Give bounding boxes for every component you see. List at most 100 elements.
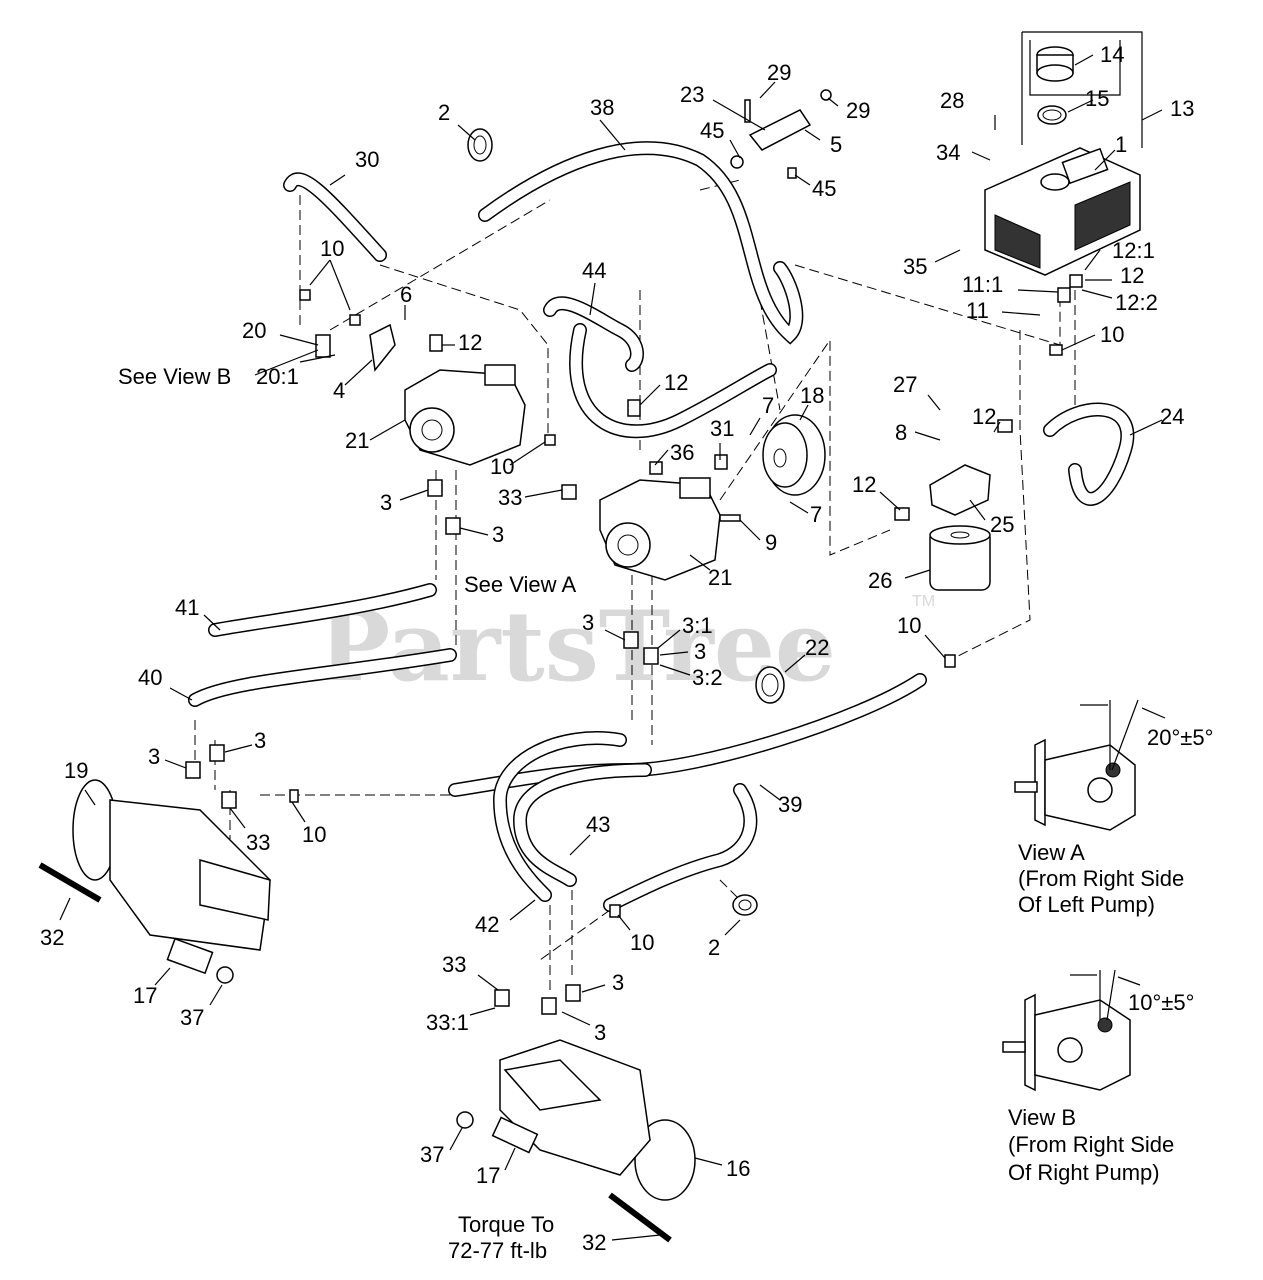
callout-8: 8 <box>895 420 907 445</box>
callout-7: 7 <box>810 502 822 527</box>
torque-note-line1: Torque To <box>458 1212 554 1237</box>
callout-36: 36 <box>670 440 694 465</box>
callout-39: 39 <box>778 792 802 817</box>
callout-22: 22 <box>805 635 829 660</box>
callout-12: 12 <box>458 330 482 355</box>
callout-34: 34 <box>936 140 960 165</box>
callout-15: 15 <box>1085 86 1109 111</box>
callout-18: 18 <box>800 383 824 408</box>
callout-17: 17 <box>476 1163 500 1188</box>
callout-32: 32 <box>582 1230 606 1255</box>
callout-3: 3 <box>582 610 594 635</box>
callout-3: 3 <box>612 970 624 995</box>
view-a-inset: 20°±5° View A (From Right Side Of Left P… <box>1014 699 1213 917</box>
grommet-top <box>467 128 493 162</box>
view-b-angle: 10°±5° <box>1128 990 1194 1015</box>
hoses <box>188 141 1135 912</box>
callout-27: 27 <box>893 372 917 397</box>
callout-12: 12 <box>664 370 688 395</box>
callout-31: 31 <box>710 416 734 441</box>
view-b-line3: Of Right Pump) <box>1008 1160 1160 1185</box>
callout-37: 37 <box>180 1005 204 1030</box>
callout-45: 45 <box>812 176 836 201</box>
callout-10: 10 <box>897 613 921 638</box>
callout-30: 30 <box>355 147 379 172</box>
callout-16: 16 <box>726 1156 750 1181</box>
see-view-a-note: See View A <box>464 572 576 597</box>
callout-7: 7 <box>762 393 774 418</box>
callout-3: 3 <box>492 522 504 547</box>
view-a-angle: 20°±5° <box>1147 725 1213 750</box>
callout-3: 3 <box>594 1020 606 1045</box>
callout-4: 4 <box>333 378 345 403</box>
callout-29: 29 <box>767 60 791 85</box>
callout-26: 26 <box>868 568 892 593</box>
callout-43: 43 <box>586 812 610 837</box>
torque-note-line2: 72-77 ft-lb <box>448 1238 547 1263</box>
callout-25: 25 <box>990 512 1014 537</box>
callout-1: 1 <box>1115 132 1127 157</box>
watermark-tm: TM <box>912 593 935 610</box>
callout-28: 28 <box>940 88 964 113</box>
callout-20-1: 20:1 <box>256 364 299 389</box>
view-a-title: View A <box>1018 840 1085 865</box>
callout-12: 12 <box>972 404 996 429</box>
reservoir-kit-bracket <box>1021 31 1143 148</box>
notes: See View B See View A Torque To 72-77 ft… <box>118 364 576 1263</box>
callout-12: 12 <box>1120 263 1144 288</box>
callout-3: 3 <box>694 639 706 664</box>
callout-5: 5 <box>830 132 842 157</box>
callout-12: 12 <box>852 472 876 497</box>
mount-bracket <box>730 89 832 179</box>
callout-37: 37 <box>420 1142 444 1167</box>
reservoir-cap <box>1036 46 1074 82</box>
callout-3: 3 <box>380 490 392 515</box>
callout-19: 19 <box>64 758 88 783</box>
callout-29: 29 <box>846 98 870 123</box>
callout-33: 33 <box>498 485 522 510</box>
callout-10: 10 <box>302 822 326 847</box>
reservoir-o-ring <box>1037 105 1067 125</box>
callout-42: 42 <box>475 912 499 937</box>
callout-38: 38 <box>590 95 614 120</box>
callout-11: 11 <box>966 298 989 323</box>
callout-45: 45 <box>700 118 724 143</box>
view-b-line2: (From Right Side <box>1008 1132 1174 1157</box>
wheel-motor-left <box>38 779 271 984</box>
callout-13: 13 <box>1170 96 1194 121</box>
callout-35: 35 <box>903 254 927 279</box>
callout-12-2: 12:2 <box>1115 290 1158 315</box>
view-a-line2: (From Right Side <box>1018 866 1184 891</box>
oil-filter <box>929 525 991 591</box>
callout-10: 10 <box>320 236 344 261</box>
callout-6: 6 <box>400 282 412 307</box>
callout-labels: 2 38 23 29 29 45 5 45 14 15 13 28 34 1 3… <box>40 42 1194 1255</box>
leader-lines <box>59 54 1163 1241</box>
callout-12-1: 12:1 <box>1112 238 1155 263</box>
filter-head <box>929 464 991 516</box>
callout-33: 33 <box>246 830 270 855</box>
wheel-motor-right <box>456 1039 696 1243</box>
callout-10: 10 <box>1100 322 1124 347</box>
callout-33: 33 <box>442 952 466 977</box>
callout-9: 9 <box>765 530 777 555</box>
callout-10: 10 <box>490 454 514 479</box>
fittings <box>185 274 1083 1015</box>
see-view-b-note: See View B <box>118 364 231 389</box>
hydraulic-pump-right <box>404 364 526 466</box>
callout-3-2: 3:2 <box>692 665 723 690</box>
callout-3: 3 <box>148 744 160 769</box>
view-b-title: View B <box>1008 1105 1076 1130</box>
callout-17: 17 <box>133 983 157 1008</box>
callout-24: 24 <box>1160 404 1184 429</box>
watermark: PartsTree <box>318 590 836 703</box>
callout-44: 44 <box>582 258 606 283</box>
callout-40: 40 <box>138 665 162 690</box>
view-a-line3: Of Left Pump) <box>1018 892 1155 917</box>
callout-3: 3 <box>254 728 266 753</box>
callout-21: 21 <box>708 565 732 590</box>
view-b-inset: 10°±5° View B (From Right Side Of Right … <box>1002 969 1194 1185</box>
grommet-bottom <box>732 894 758 916</box>
callout-14: 14 <box>1100 42 1124 67</box>
